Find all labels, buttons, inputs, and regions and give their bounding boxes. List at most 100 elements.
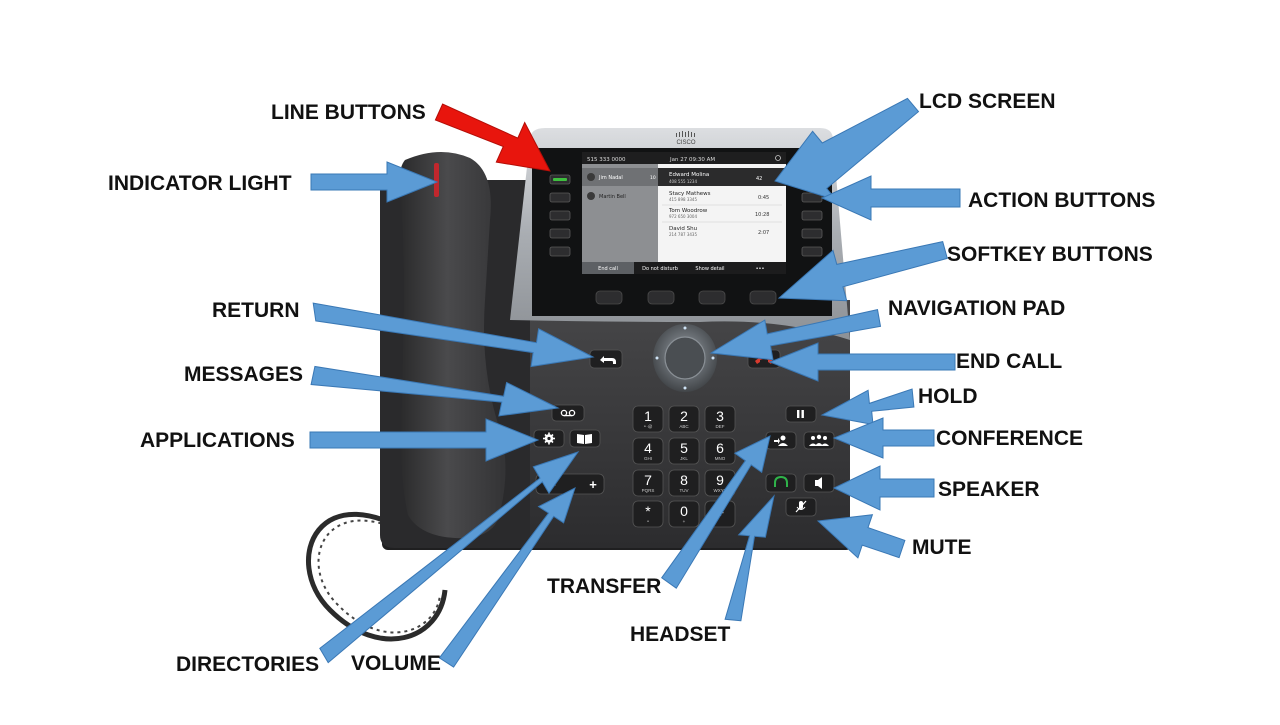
label-speaker: SPEAKER (938, 478, 1040, 501)
lcd-own-number: 515 333 0000 (587, 157, 626, 163)
line-button-5[interactable] (549, 246, 571, 257)
action-button-4[interactable] (801, 228, 823, 239)
arrow-transfer (661, 435, 771, 589)
arrow-directories (319, 451, 580, 664)
label-line-buttons: LINE BUTTONS (271, 101, 426, 124)
keypad-digit: 4 (644, 440, 652, 456)
keypad-digit: 3 (716, 408, 724, 424)
line-button-4[interactable] (549, 228, 571, 239)
keypad-key-0[interactable]: 0+ (668, 500, 700, 528)
softkey-label-1: End call (598, 266, 618, 272)
arrow-return (312, 302, 595, 368)
headset-button[interactable] (765, 473, 797, 493)
lcd-call-3-time: 10:28 (755, 212, 769, 218)
keypad: 1∘·@2ABC3DEF4GHI5JKL6MNO7PQRS8TUV9WXYZ*∘… (632, 405, 736, 528)
lcd-call-2-time: 0:45 (758, 195, 769, 201)
brand-logo: CISCO (676, 140, 695, 146)
indicator-light (434, 163, 439, 197)
label-directories: DIRECTORIES (176, 653, 320, 676)
callout-arrows (309, 97, 961, 668)
arrow-volume (438, 487, 576, 668)
lcd-call-3-name: Tom Woodrow (668, 208, 708, 214)
lcd-line-2-name: Martin Bell (599, 194, 626, 200)
softkey-button-1[interactable] (595, 290, 623, 305)
arrow-speaker (832, 465, 935, 511)
keypad-digit: 5 (680, 440, 688, 456)
keypad-letters: WXYZ (714, 488, 727, 493)
line-button-3[interactable] (549, 210, 571, 221)
mute-button[interactable] (785, 497, 817, 517)
label-volume: VOLUME (351, 652, 441, 675)
arrow-mute (816, 514, 906, 559)
directories-button[interactable] (569, 429, 601, 448)
voicemail-icon (560, 409, 576, 417)
transfer-button[interactable] (765, 431, 797, 450)
keypad-letters: TUV (680, 488, 689, 493)
softkey-button-2[interactable] (647, 290, 675, 305)
arrow-messages (310, 365, 560, 417)
lcd-date-time: Jan 27 09:30 AM (669, 157, 715, 163)
lcd-call-3-number: 972 650 3004 (669, 214, 697, 219)
arrow-softkey-buttons (777, 241, 948, 302)
label-transfer: TRANSFER (547, 575, 662, 598)
keypad-digit: 6 (716, 440, 724, 456)
action-button-5[interactable] (801, 246, 823, 257)
keypad-digit: * (645, 503, 651, 519)
lcd-call-4-name: David Shu (669, 226, 697, 232)
keypad-digit: 1 (644, 408, 652, 424)
lcd-screen: 515 333 0000 Jan 27 09:30 AM Jim Nadal 1… (582, 152, 786, 274)
return-icon (600, 356, 616, 364)
keypad-letters: PQRS (642, 488, 655, 493)
arrow-headset (724, 494, 775, 622)
label-applications: APPLICATIONS (140, 429, 295, 452)
lcd-call-4-time: 2:07 (758, 230, 769, 236)
keypad-letters: DEF (716, 424, 725, 429)
label-end-call: END CALL (956, 350, 1063, 373)
keypad-letters: MNO (715, 456, 726, 461)
volume-up-icon: + (589, 477, 597, 492)
keypad-key-1[interactable]: 1∘·@ (632, 405, 664, 433)
keypad-digit: 7 (644, 472, 652, 488)
label-headset: HEADSET (630, 623, 731, 646)
speaker-button[interactable] (803, 473, 835, 493)
pause-icon (797, 410, 804, 418)
lcd-call-2-name: Stacy Mathews (669, 191, 711, 197)
keypad-letters: ABC (679, 424, 689, 429)
transfer-icon (774, 435, 788, 446)
handset-cord (306, 511, 448, 642)
arrow-conference (832, 417, 935, 459)
softkey-button-4[interactable] (749, 290, 777, 305)
label-action-buttons: ACTION BUTTONS (968, 189, 1156, 212)
label-hold: HOLD (918, 385, 978, 408)
lcd-call-4-number: 214 787 3435 (669, 232, 697, 237)
keypad-digit: 0 (680, 503, 688, 519)
action-button-3[interactable] (801, 210, 823, 221)
label-conference: CONFERENCE (936, 427, 1084, 450)
arrow-navigation-pad (709, 308, 882, 361)
conference-button[interactable] (803, 431, 835, 450)
keypad-key-star[interactable]: *∘ (632, 500, 664, 528)
softkey-button-3[interactable] (698, 290, 726, 305)
conference-icon (809, 434, 829, 446)
hold-button[interactable] (785, 405, 817, 423)
messages-button[interactable] (551, 404, 585, 422)
softkey-label-3: Show detail (695, 266, 724, 272)
keypad-letters: JKL (680, 456, 688, 461)
line-button-2[interactable] (549, 192, 571, 203)
navigation-pad[interactable] (653, 324, 717, 392)
softkey-buttons (595, 290, 777, 305)
label-lcd-screen: LCD SCREEN (919, 90, 1056, 113)
lcd-call-1-time: 42 (756, 176, 762, 182)
applications-button[interactable] (533, 429, 565, 448)
keypad-digit: 9 (716, 472, 724, 488)
lcd-line-1-badge: 10 (650, 175, 656, 181)
return-button[interactable] (589, 349, 623, 369)
